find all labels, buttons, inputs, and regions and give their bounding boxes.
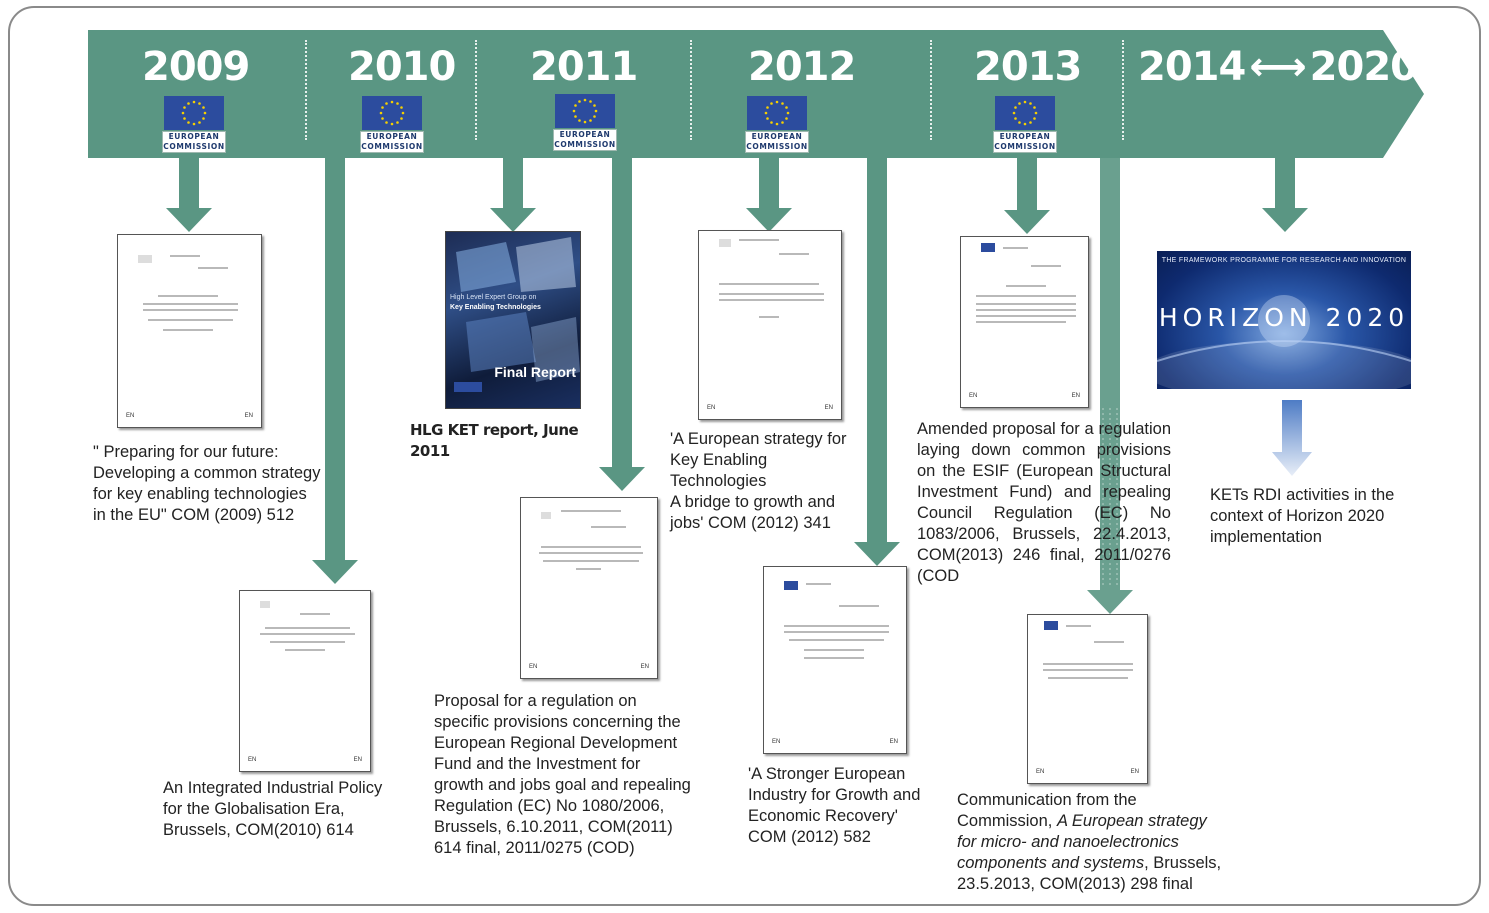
down-arrow-icon: [312, 158, 358, 584]
doc-footer-mark: EN: [1071, 393, 1080, 399]
document-thumbnail-2013-micro: EN EN: [1027, 614, 1148, 784]
caption-2010: An Integrated Industrial Policy for the …: [163, 779, 383, 839]
year-separator: [475, 40, 477, 140]
doc-footer-mark: EN: [353, 757, 362, 763]
caption-2011: Proposal for a regulation on specific pr…: [434, 692, 691, 857]
down-arrow-icon: [1272, 400, 1312, 476]
down-arrow-icon: [854, 158, 900, 566]
horizon-2020-banner: THE FRAMEWORK PROGRAMME FOR RESEARCH AND…: [1157, 251, 1411, 389]
caption-2012-strategy: 'A European strategy for Key Enabling Te…: [670, 430, 847, 532]
year-separator: [1122, 40, 1124, 140]
year-separator: [690, 40, 692, 140]
caption-2013-esif: Amended proposal for a regulation laying…: [917, 420, 1171, 585]
caption-2013-micro: Communication from the Commission, A Eur…: [957, 790, 1247, 895]
cover-graphic: [454, 237, 580, 392]
year-2010: 2010: [348, 44, 456, 90]
caption-2013-micro-tail: , Brussels, 23.5.2013, COM(2013) 298 fin…: [957, 854, 1222, 893]
caption-horizon: KETs RDI activities in the context of Ho…: [1210, 486, 1395, 546]
eu-logo-text: COMMISSION: [554, 140, 616, 149]
eu-logo-text: COMMISSION: [994, 142, 1056, 151]
doc-footer-mark: EN: [707, 405, 716, 411]
eu-logo-text: EUROPEAN: [559, 130, 611, 139]
document-thumbnail-2012-industry: EN EN: [763, 566, 907, 754]
caption-2012-industry: 'A Stronger European Industry for Growth…: [748, 765, 921, 846]
year-2011: 2011: [530, 44, 638, 90]
doc-footer-mark: EN: [969, 393, 978, 399]
doc-footer-mark: EN: [1036, 769, 1045, 775]
down-arrow-icon: [746, 158, 792, 232]
document-thumbnail-2009: EN EN: [117, 234, 262, 428]
document-thumbnail-2012-strategy: EN EN: [698, 230, 842, 420]
cover-title: Final Report: [494, 364, 576, 380]
caption-2013-micro-title: A European strategy for micro- and nanoe…: [957, 812, 1207, 872]
eu-flag-icon: [555, 94, 615, 128]
eu-flag-icon: [747, 96, 807, 130]
down-arrow-icon: [490, 158, 536, 232]
cover-subtitle: High Level Expert Group on: [450, 294, 537, 301]
eu-logo-text: EUROPEAN: [999, 132, 1051, 141]
period-end: 2020: [1309, 44, 1418, 90]
outer-frame: [8, 6, 1481, 906]
eu-logo-text: COMMISSION: [163, 142, 225, 151]
hlg-report-cover: High Level Expert Group on Key Enabling …: [445, 231, 581, 409]
doc-footer-mark: EN: [244, 413, 253, 419]
doc-footer-mark: EN: [772, 739, 781, 745]
down-arrow-icon: [1262, 158, 1308, 232]
doc-footer-mark: EN: [248, 757, 257, 763]
horizon-banner-title: HORIZON 2020: [1158, 303, 1410, 332]
doc-footer-mark: EN: [529, 664, 538, 670]
eu-logo-text: EUROPEAN: [751, 132, 803, 141]
eu-logo-text: COMMISSION: [746, 142, 808, 151]
doc-footer-mark: EN: [889, 739, 898, 745]
caption-hlg-report: HLG KET report, June 2011: [410, 421, 579, 460]
cover-subtitle: Key Enabling Technologies: [450, 304, 541, 311]
down-arrow-icon: [1087, 158, 1133, 614]
year-2013: 2013: [974, 44, 1082, 90]
down-arrow-icon: [1004, 158, 1050, 234]
year-separator: [930, 40, 932, 140]
horizon-banner-tagline: THE FRAMEWORK PROGRAMME FOR RESEARCH AND…: [1161, 257, 1407, 264]
year-2012: 2012: [748, 44, 856, 90]
doc-footer-mark: EN: [640, 664, 649, 670]
eu-flag-icon: [164, 96, 224, 130]
down-arrow-icon: [599, 158, 645, 491]
period-start: 2014: [1138, 44, 1246, 90]
eu-logo-text: EUROPEAN: [366, 132, 418, 141]
double-arrow-icon: ⟷: [1249, 44, 1306, 90]
down-arrow-icon: [166, 158, 212, 232]
caption-2009: " Preparing for our future: Developing a…: [93, 443, 321, 524]
caption-2013-micro-lead: Communication from the Commission,: [957, 791, 1137, 830]
year-separator: [305, 40, 307, 140]
eu-flag-icon: [995, 96, 1055, 130]
document-thumbnail-2011: EN EN: [520, 497, 658, 679]
doc-footer-mark: EN: [824, 405, 833, 411]
doc-footer-mark: EN: [1130, 769, 1139, 775]
year-period-2014-2020: 2014⟷2020: [1138, 44, 1418, 90]
eu-logo-text: EUROPEAN: [168, 132, 220, 141]
doc-footer-mark: EN: [126, 413, 135, 419]
globe-graphic: [1157, 295, 1411, 389]
document-thumbnail-2013-esif: EN EN: [960, 236, 1089, 408]
eu-logo-text: COMMISSION: [361, 142, 423, 151]
document-thumbnail-2010: EN EN: [239, 590, 371, 772]
eu-flag-icon: [362, 96, 422, 130]
year-2009: 2009: [142, 44, 250, 90]
